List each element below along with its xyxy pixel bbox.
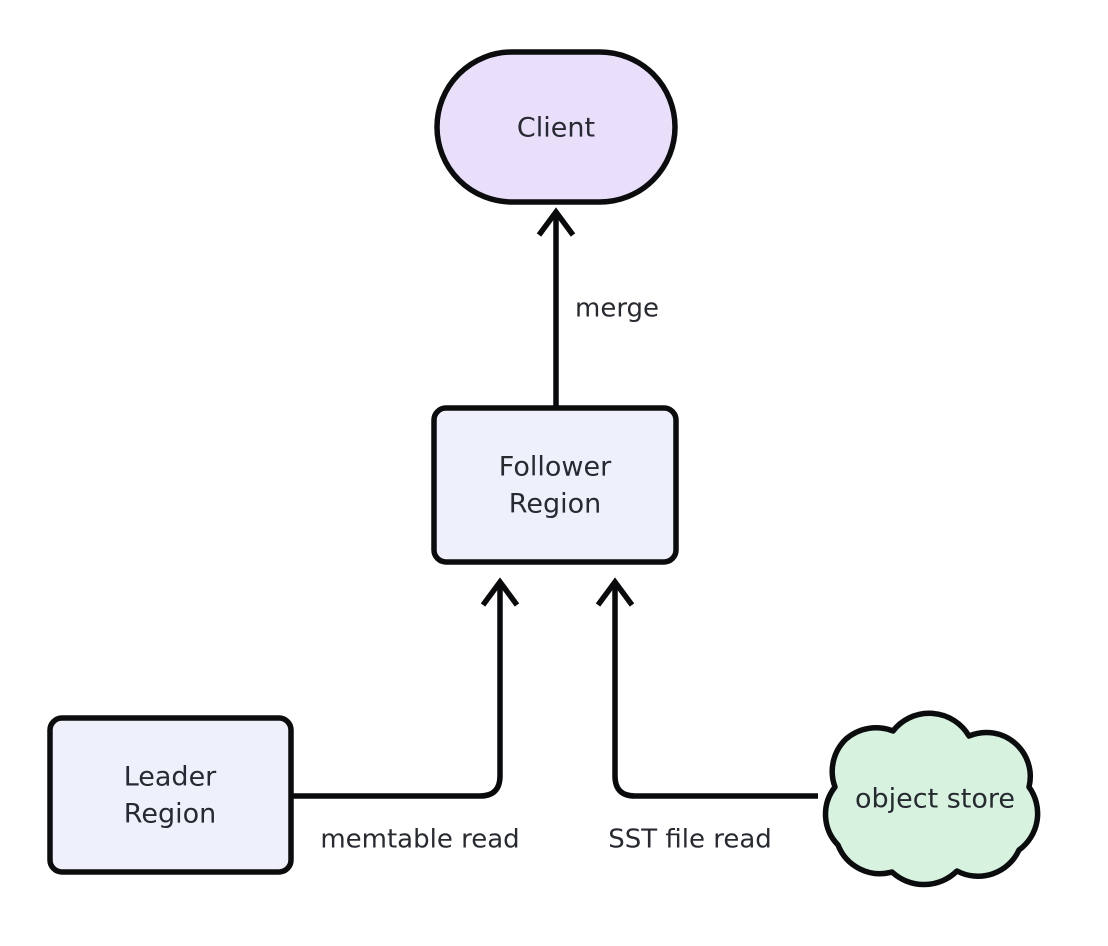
edge-sst-file-read[interactable] bbox=[595, 577, 818, 799]
client-shape bbox=[434, 49, 678, 205]
edge-label-memtable-read: memtable read bbox=[320, 825, 519, 855]
edge-memtable-line bbox=[293, 586, 503, 799]
object-store-label: object store bbox=[855, 784, 1015, 815]
edge-sst-arrowhead bbox=[595, 577, 635, 607]
leader-region-shape bbox=[47, 715, 294, 875]
follower-region-label-line2: Region bbox=[509, 489, 601, 520]
edge-memtable-arrowhead bbox=[480, 577, 520, 607]
node-object-store[interactable]: object store bbox=[822, 710, 1041, 888]
follower-region-label-line1: Follower bbox=[499, 452, 612, 483]
edge-merge-arrowhead bbox=[536, 207, 576, 237]
edge-label-sst-file-read: SST file read bbox=[608, 825, 772, 855]
edge-merge[interactable] bbox=[536, 207, 576, 406]
edge-memtable-read[interactable] bbox=[293, 577, 520, 799]
leader-region-label-line2: Region bbox=[124, 799, 216, 830]
node-client[interactable]: Client bbox=[434, 49, 678, 205]
node-leader-region[interactable]: Leader Region bbox=[47, 715, 294, 875]
client-label: Client bbox=[517, 113, 595, 144]
node-follower-region[interactable]: Follower Region bbox=[431, 405, 679, 565]
edge-sst-line bbox=[612, 586, 818, 799]
edge-label-merge: merge bbox=[575, 294, 659, 324]
object-store-cloud-shape bbox=[822, 710, 1041, 888]
follower-region-shape bbox=[431, 405, 679, 565]
leader-region-label-line1: Leader bbox=[124, 762, 217, 793]
